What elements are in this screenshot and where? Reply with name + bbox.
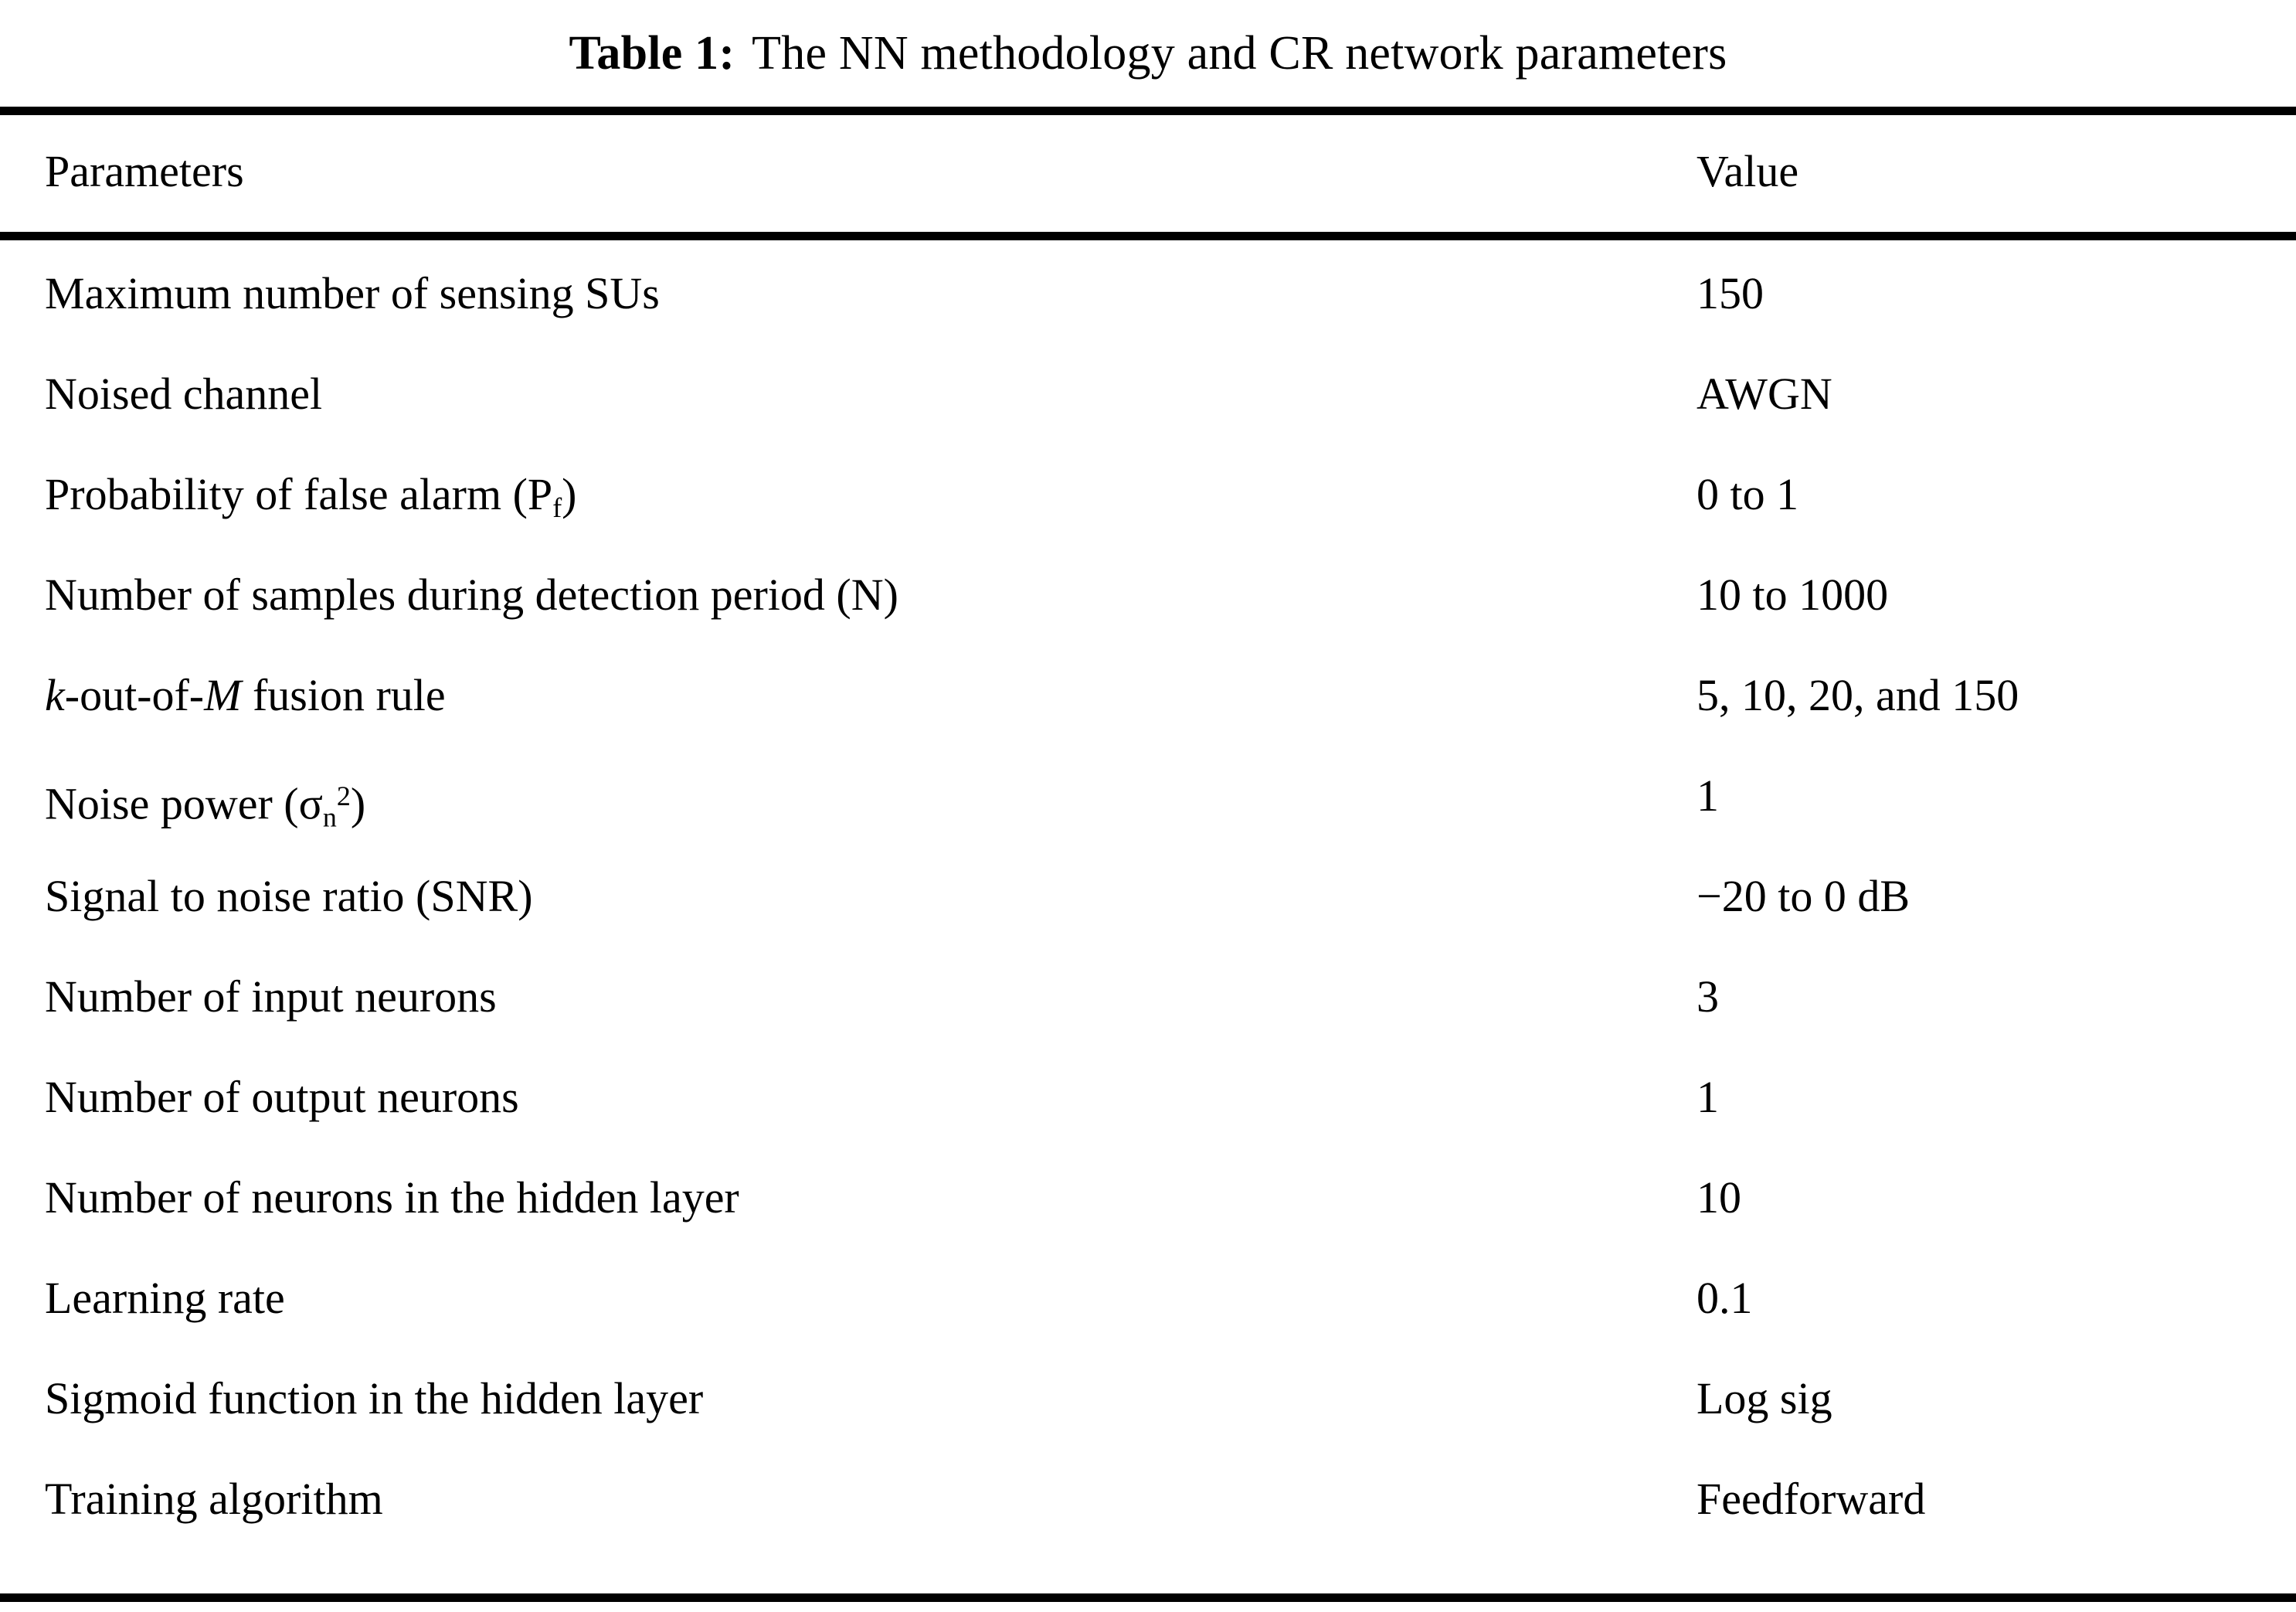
row-parameter: Number of samples during detection perio… — [45, 570, 898, 620]
row-parameter: Training algorithm — [45, 1474, 383, 1524]
row-parameter-subscript: n — [322, 801, 337, 833]
table-row: Noised channel AWGN — [0, 349, 2296, 450]
column-header-parameters: Parameters — [45, 146, 244, 196]
row-parameter: Number of output neurons — [45, 1072, 519, 1122]
row-value: 1 — [1697, 770, 1719, 821]
row-parameter-post: fusion rule — [241, 670, 446, 720]
table-row: Number of samples during detection perio… — [0, 550, 2296, 651]
row-parameter: Number of neurons in the hidden layer — [45, 1172, 739, 1223]
table-caption-label: Table 1: — [569, 27, 735, 80]
table-row: Number of output neurons 1 — [0, 1053, 2296, 1153]
row-parameter: Learning rate — [45, 1273, 285, 1323]
row-value: 0 to 1 — [1697, 469, 1799, 519]
row-value: 10 — [1697, 1172, 1741, 1223]
row-parameter: Noise power (σn2) — [45, 751, 365, 862]
row-value: 150 — [1697, 268, 1764, 318]
sigma-symbol: σ — [298, 778, 323, 829]
column-header-value: Value — [1697, 146, 1799, 196]
row-parameter: Noised channel — [45, 369, 323, 419]
table-row: Signal to noise ratio (SNR) −20 to 0 dB — [0, 852, 2296, 952]
table-row: Noise power (σn2) 1 — [0, 751, 2296, 852]
table-row: Probability of false alarm (Pf) 0 to 1 — [0, 450, 2296, 550]
table-row: Training algorithm Feedforward — [0, 1454, 2296, 1555]
row-parameter-pre: Noise power ( — [45, 778, 299, 829]
table-row: Maximum number of sensing SUs 150 — [0, 249, 2296, 349]
row-parameter: Number of input neurons — [45, 971, 497, 1022]
row-value: 10 to 1000 — [1697, 570, 1889, 620]
table-row: Sigmoid function in the hidden layer Log… — [0, 1354, 2296, 1454]
table-bottom-rule — [0, 1593, 2296, 1602]
table-row: Number of input neurons 3 — [0, 952, 2296, 1053]
row-parameter: Sigmoid function in the hidden layer — [45, 1373, 704, 1423]
table-row: k-out-of-M fusion rule 5, 10, 20, and 15… — [0, 651, 2296, 751]
table-top-rule — [0, 107, 2296, 115]
row-value: −20 to 0 dB — [1697, 871, 1911, 921]
row-parameter: k-out-of-M fusion rule — [45, 651, 446, 740]
row-value: 0.1 — [1697, 1273, 1753, 1323]
row-value: 1 — [1697, 1072, 1719, 1122]
row-value: Feedforward — [1697, 1474, 1926, 1524]
row-parameter-post: ) — [350, 778, 366, 829]
table-body: Maximum number of sensing SUs 150 Noised… — [0, 249, 2296, 1555]
row-value: AWGN — [1697, 369, 1832, 419]
table-caption-text: The NN methodology and CR network parame… — [752, 27, 1727, 80]
table-row: Learning rate 0.1 — [0, 1253, 2296, 1354]
table-caption: Table 1: The NN methodology and CR netwo… — [0, 0, 2296, 108]
row-parameter-subscript: f — [552, 492, 562, 524]
table-row: Number of neurons in the hidden layer 10 — [0, 1153, 2296, 1253]
row-parameter: Signal to noise ratio (SNR) — [45, 871, 533, 921]
row-parameter-post: ) — [562, 469, 577, 519]
row-parameter-mid: -out-of- — [64, 670, 205, 720]
row-value: Log sig — [1697, 1373, 1832, 1423]
table-header-row: Parameters Value — [0, 127, 2296, 219]
row-parameter-pre: Probability of false alarm (P — [45, 469, 553, 519]
row-parameter-k: k — [45, 670, 65, 720]
table-header-rule — [0, 232, 2296, 240]
row-value: 5, 10, 20, and 150 — [1697, 670, 2019, 720]
row-parameter: Probability of false alarm (Pf) — [45, 450, 577, 553]
row-value: 3 — [1697, 971, 1719, 1022]
row-parameter: Maximum number of sensing SUs — [45, 268, 660, 318]
row-parameter-m: M — [204, 670, 242, 720]
row-parameter-superscript: 2 — [336, 780, 351, 811]
